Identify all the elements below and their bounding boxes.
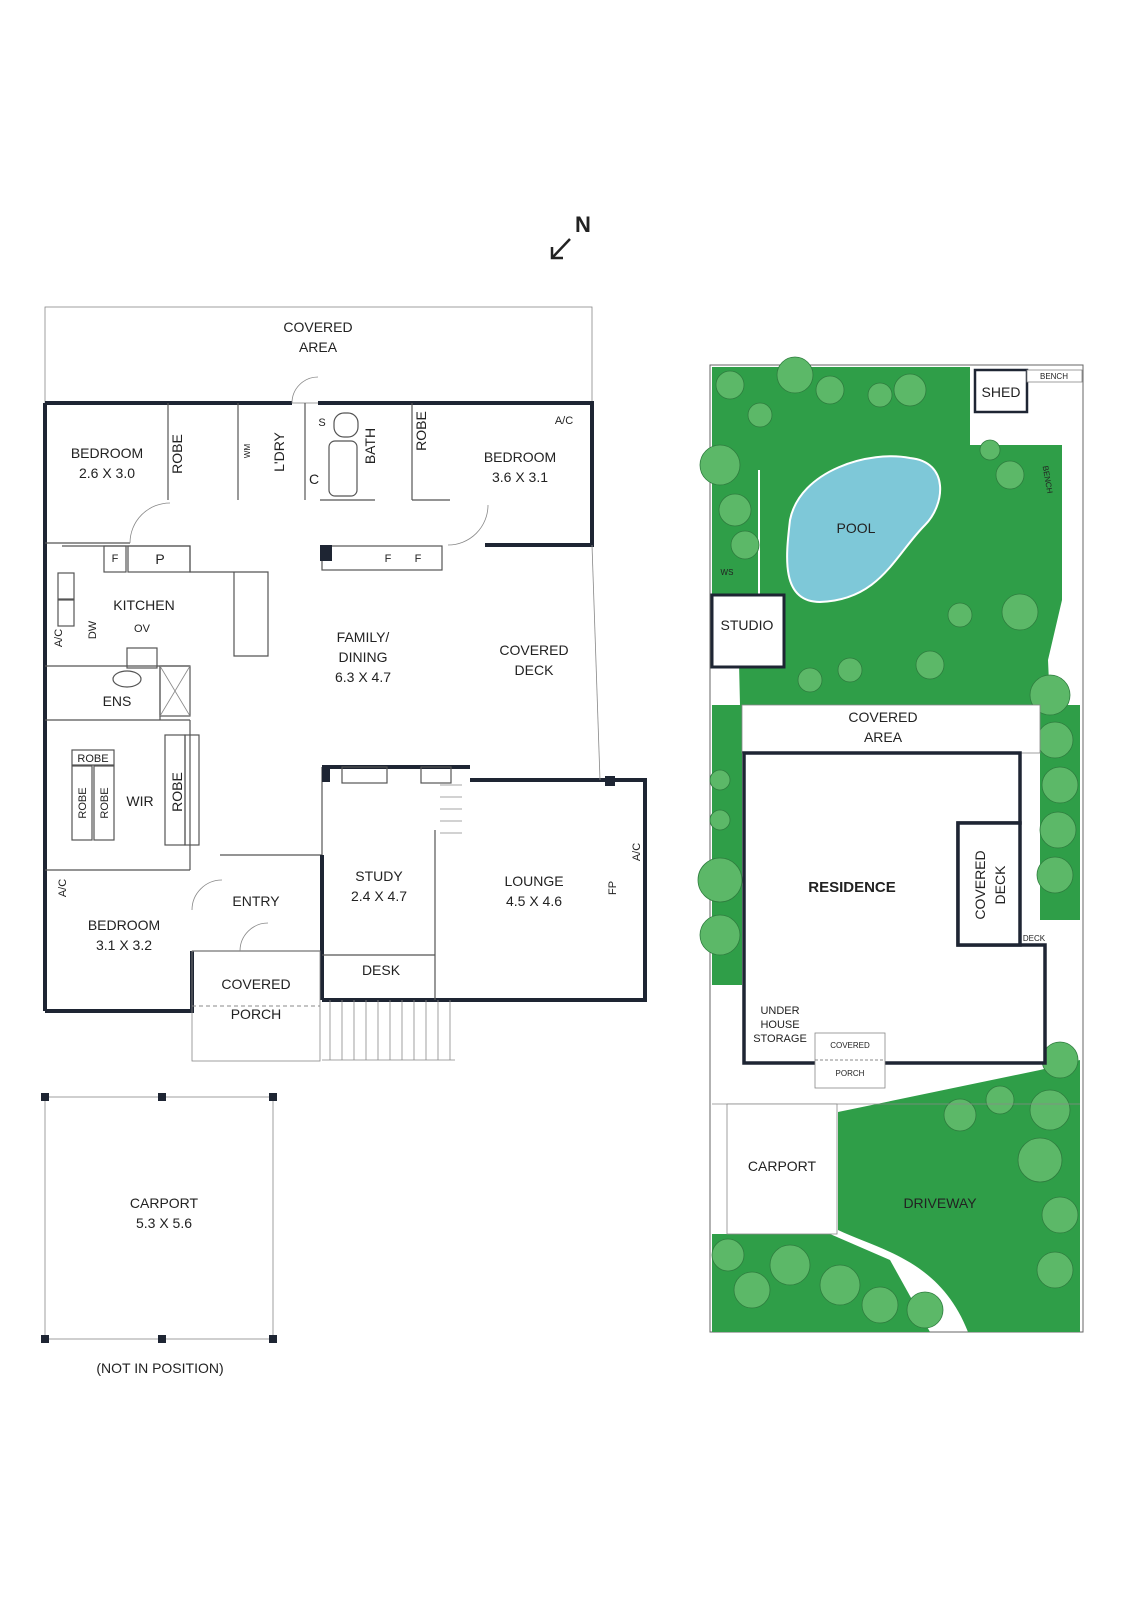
compass-label: N: [575, 212, 591, 237]
ac-lounge-label: A/C: [631, 843, 643, 861]
ac-kitchen-label: A/C: [53, 629, 65, 647]
site-covered-deck-label: COVERED: [972, 850, 988, 919]
robe-wir-top-label: ROBE: [77, 753, 108, 765]
bedroom-2-size: 3.6 X 3.1: [492, 469, 548, 485]
not-in-position-note: (NOT IN POSITION): [96, 1360, 223, 1376]
oven-label: OV: [134, 623, 151, 635]
bedroom-2-label: BEDROOM: [484, 449, 556, 465]
trees-group: [697, 356, 1079, 1329]
fridge-3-label: F: [415, 553, 422, 565]
robe-wir-b-label: ROBE: [99, 787, 111, 818]
washing-machine-label: WM: [243, 444, 252, 459]
covered-porch-label-2: PORCH: [231, 1006, 282, 1022]
site-covered-deck-label-2: DECK: [992, 865, 1008, 905]
shelf-label: S: [318, 417, 325, 429]
north-arrow-icon: N: [550, 212, 591, 260]
fireplace-label: FP: [607, 881, 619, 895]
bedroom-1-label: BEDROOM: [71, 445, 143, 461]
under-house-storage-label: UNDER: [760, 1005, 799, 1017]
site-plan: SHED BENCH BENCH POOL WS STUDIO COVERED …: [697, 356, 1084, 1333]
site-covered-porch-label-2: PORCH: [836, 1069, 865, 1078]
covered-area-label-2: AREA: [299, 339, 338, 355]
fridge-2-label: F: [385, 553, 392, 565]
lounge-size: 4.5 X 4.6: [506, 893, 562, 909]
covered-deck-label-2: DECK: [515, 662, 555, 678]
bench-top-label: BENCH: [1040, 372, 1068, 381]
family-dining-label-2: DINING: [339, 649, 388, 665]
shed-outline: [973, 368, 1029, 414]
laundry-label: L'DRY: [271, 431, 287, 471]
site-covered-area-label: COVERED: [848, 709, 917, 725]
robe-2-label: ROBE: [413, 411, 429, 451]
ensuite-label: ENS: [103, 693, 132, 709]
bedroom-3-size: 3.1 X 3.2: [96, 937, 152, 953]
bedroom-3-label: BEDROOM: [88, 917, 160, 933]
covered-deck-label: COVERED: [499, 642, 568, 658]
study-label: STUDY: [355, 868, 403, 884]
pool-shape: [786, 455, 942, 604]
shed-label: SHED: [982, 384, 1021, 400]
bath-label: BATH: [362, 428, 378, 464]
robe-1-label: ROBE: [169, 434, 185, 474]
entry-label: ENTRY: [232, 893, 280, 909]
pantry-label: P: [155, 551, 164, 567]
site-covered-porch-label: COVERED: [830, 1041, 870, 1050]
robe-side-label: ROBE: [169, 772, 185, 812]
family-dining-size: 6.3 X 4.7: [335, 669, 391, 685]
site-covered-area-label-2: AREA: [864, 729, 903, 745]
dishwasher-label: DW: [87, 620, 99, 639]
bedroom-1-size: 2.6 X 3.0: [79, 465, 135, 481]
under-house-storage-label-3: STORAGE: [753, 1033, 807, 1045]
covered-porch-label: COVERED: [221, 976, 290, 992]
cupboard-label: C: [309, 471, 319, 487]
driveway-label: DRIVEWAY: [903, 1195, 977, 1211]
floor-plan: COVERED AREA BEDROOM 2.6 X 3.0 ROBE WM L…: [43, 306, 647, 1062]
ac-bedroom-3-label: A/C: [57, 879, 69, 897]
family-dining-label: FAMILY/: [337, 629, 390, 645]
residence-label: RESIDENCE: [808, 879, 896, 896]
ac-top-label: A/C: [555, 415, 573, 427]
robe-wir-a-label: ROBE: [77, 787, 89, 818]
carport-size: 5.3 X 5.6: [136, 1215, 192, 1231]
desk-label: DESK: [362, 962, 401, 978]
kitchen-label: KITCHEN: [113, 597, 174, 613]
carport-plan: CARPORT 5.3 X 5.6 (NOT IN POSITION): [41, 1093, 277, 1376]
ws-label: WS: [721, 568, 734, 577]
under-house-storage-label-2: HOUSE: [760, 1019, 799, 1031]
studio-outline: [710, 593, 786, 669]
pool-label: POOL: [837, 520, 876, 536]
lounge-label: LOUNGE: [504, 873, 563, 889]
covered-area-label: COVERED: [283, 319, 352, 335]
studio-label: STUDIO: [721, 617, 774, 633]
carport-label: CARPORT: [130, 1195, 199, 1211]
study-size: 2.4 X 4.7: [351, 888, 407, 904]
deck-label: DECK: [1023, 934, 1046, 943]
site-carport-label: CARPORT: [748, 1158, 817, 1174]
fridge-label: F: [112, 553, 119, 565]
wir-label: WIR: [126, 793, 153, 809]
